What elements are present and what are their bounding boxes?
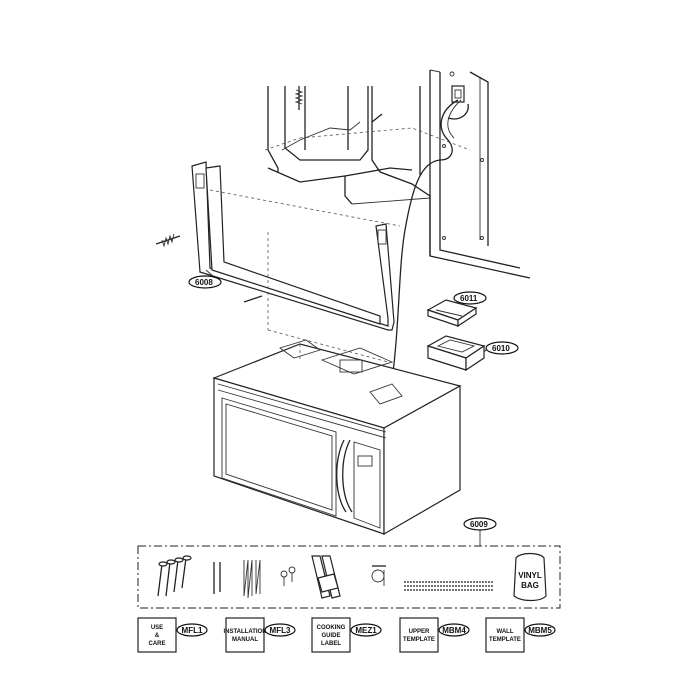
document-box-text: UPPER: [409, 629, 430, 635]
vinyl-bag: VINYL BAG: [513, 552, 547, 602]
damper-top: [426, 299, 478, 328]
document-box-text: GUIDE: [321, 633, 340, 639]
document-box-text: MANUAL: [232, 637, 258, 643]
document-box-text: TEMPLATE: [403, 637, 435, 643]
damper-bottom: [426, 335, 486, 372]
callout-6010-label: 6010: [492, 344, 510, 353]
vinyl-bag-line1: VINYL: [518, 571, 542, 580]
microwave-oven: [212, 339, 462, 536]
document-item: WALL TEMPLATE MBM5: [485, 617, 556, 653]
document-box-text: TEMPLATE: [489, 637, 521, 643]
documents-row: USE & CARE MFL1 INSTALLATION MANUAL MFL3 COOKIN…: [137, 617, 556, 653]
document-box-text: WALL: [497, 629, 514, 635]
small-screws: [280, 566, 296, 586]
document-item: USE & CARE MFL1: [137, 617, 208, 653]
mounting-plate: [191, 161, 401, 363]
document-box-text: COOKING: [317, 625, 346, 631]
document-box-text: INSTALLATION: [223, 629, 266, 635]
wall-panel: [429, 69, 531, 279]
cord-clamp: [371, 565, 386, 586]
document-box: [225, 617, 265, 653]
document-box-text: &: [155, 633, 160, 639]
document-item: UPPER TEMPLATE MBM4: [399, 617, 470, 653]
callout-6011-label: 6011: [460, 294, 478, 303]
callout-6011: 6011: [453, 291, 487, 305]
document-item: INSTALLATION MANUAL MFL3: [223, 617, 296, 653]
document-item: COOKING GUIDE LABEL MEZ1: [311, 617, 382, 653]
screw-left: [155, 233, 181, 248]
callout-6009-label: 6009: [470, 520, 488, 529]
document-code: MEZ1: [355, 626, 377, 635]
power-cord: [389, 99, 469, 396]
callout-6010: 6010: [483, 341, 519, 355]
parts-kit-box: VINYL BAG: [137, 545, 561, 609]
document-box-text: LABEL: [321, 641, 341, 647]
document-code: MFL3: [270, 626, 291, 635]
toggle-bolt-set: [213, 559, 261, 599]
callout-6008: 6008: [188, 269, 222, 289]
document-box-text: USE: [151, 625, 163, 631]
filler-strips: [404, 581, 494, 591]
document-box: [137, 617, 177, 653]
screw-lower: [243, 295, 263, 303]
callout-6008-label: 6008: [195, 278, 213, 287]
upper-cabinet: [264, 86, 471, 256]
document-code: MBM4: [442, 626, 466, 635]
document-code: MBM5: [528, 626, 552, 635]
bolt-set: [157, 555, 192, 597]
screw-upper: [294, 86, 304, 110]
document-box: [399, 617, 439, 653]
callout-6009: 6009: [463, 517, 497, 546]
vinyl-bag-line2: BAG: [521, 581, 539, 590]
toggle-clips: [311, 555, 341, 599]
document-box: [485, 617, 525, 653]
screw-cabinet: [371, 113, 383, 123]
power-outlet: [449, 71, 465, 103]
document-code: MFL1: [182, 626, 203, 635]
document-box: [311, 617, 351, 653]
document-box-text: CARE: [148, 641, 165, 647]
